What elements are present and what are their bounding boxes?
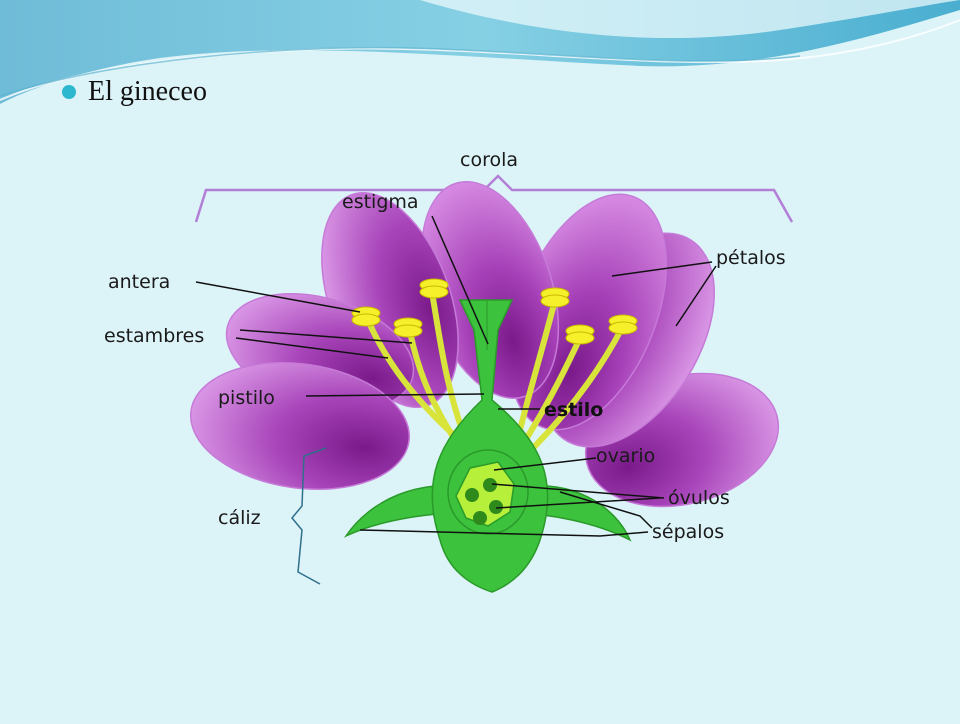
leader-pistilo (305, 393, 485, 397)
anthers (351, 278, 638, 345)
label-petalos: pétalos (716, 247, 786, 269)
anther-3 (419, 278, 449, 299)
slide-bullet-text: El gineceo (88, 76, 207, 107)
leader-ovulos-1 (491, 483, 665, 499)
label-estigma: estigma (342, 191, 419, 213)
petals (189, 181, 780, 508)
header-banner (0, 0, 960, 104)
pistil (431, 299, 549, 593)
leader-sepalos-2 (359, 529, 649, 537)
leader-lines (195, 215, 717, 537)
label-ovulos: óvulos (668, 487, 730, 509)
leader-estigma (431, 215, 489, 345)
anther-6 (608, 314, 638, 335)
anther-1 (351, 306, 381, 327)
leader-estambres-1 (239, 329, 413, 344)
leader-petalos-2 (675, 265, 717, 327)
anther-2 (393, 317, 423, 338)
ovule-2 (483, 478, 497, 492)
leader-sepalos-1 (559, 491, 653, 529)
leader-ovario (493, 457, 597, 471)
label-estambres: estambres (104, 325, 204, 347)
leader-ovulos-2 (495, 497, 661, 509)
petal-left-low (189, 361, 411, 491)
leader-antera (195, 281, 361, 313)
label-antera: antera (108, 271, 170, 293)
label-estilo: estilo (544, 399, 603, 421)
leader-estambres-2 (235, 337, 389, 359)
label-sepalos: sépalos (652, 521, 724, 543)
ovule-3 (489, 500, 503, 514)
anther-4 (540, 287, 570, 308)
ovules (465, 478, 503, 525)
ovule-4 (473, 511, 487, 525)
label-caliz: cáliz (218, 507, 261, 529)
caliz-bracket (291, 447, 327, 585)
label-corola: corola (460, 149, 518, 171)
ovule-1 (465, 488, 479, 502)
corola-bracket (194, 174, 794, 223)
anther-5 (565, 324, 595, 345)
stamens (365, 289, 625, 449)
leader-petalos-1 (611, 261, 713, 277)
bullet-item: El gineceo (62, 74, 207, 110)
label-pistilo: pistilo (218, 387, 275, 409)
bullet-dot-icon (62, 85, 76, 99)
ovary-chamber (447, 449, 529, 535)
labels: corola estigma antera estambres pistilo … (104, 149, 786, 543)
label-ovario: ovario (596, 445, 655, 467)
